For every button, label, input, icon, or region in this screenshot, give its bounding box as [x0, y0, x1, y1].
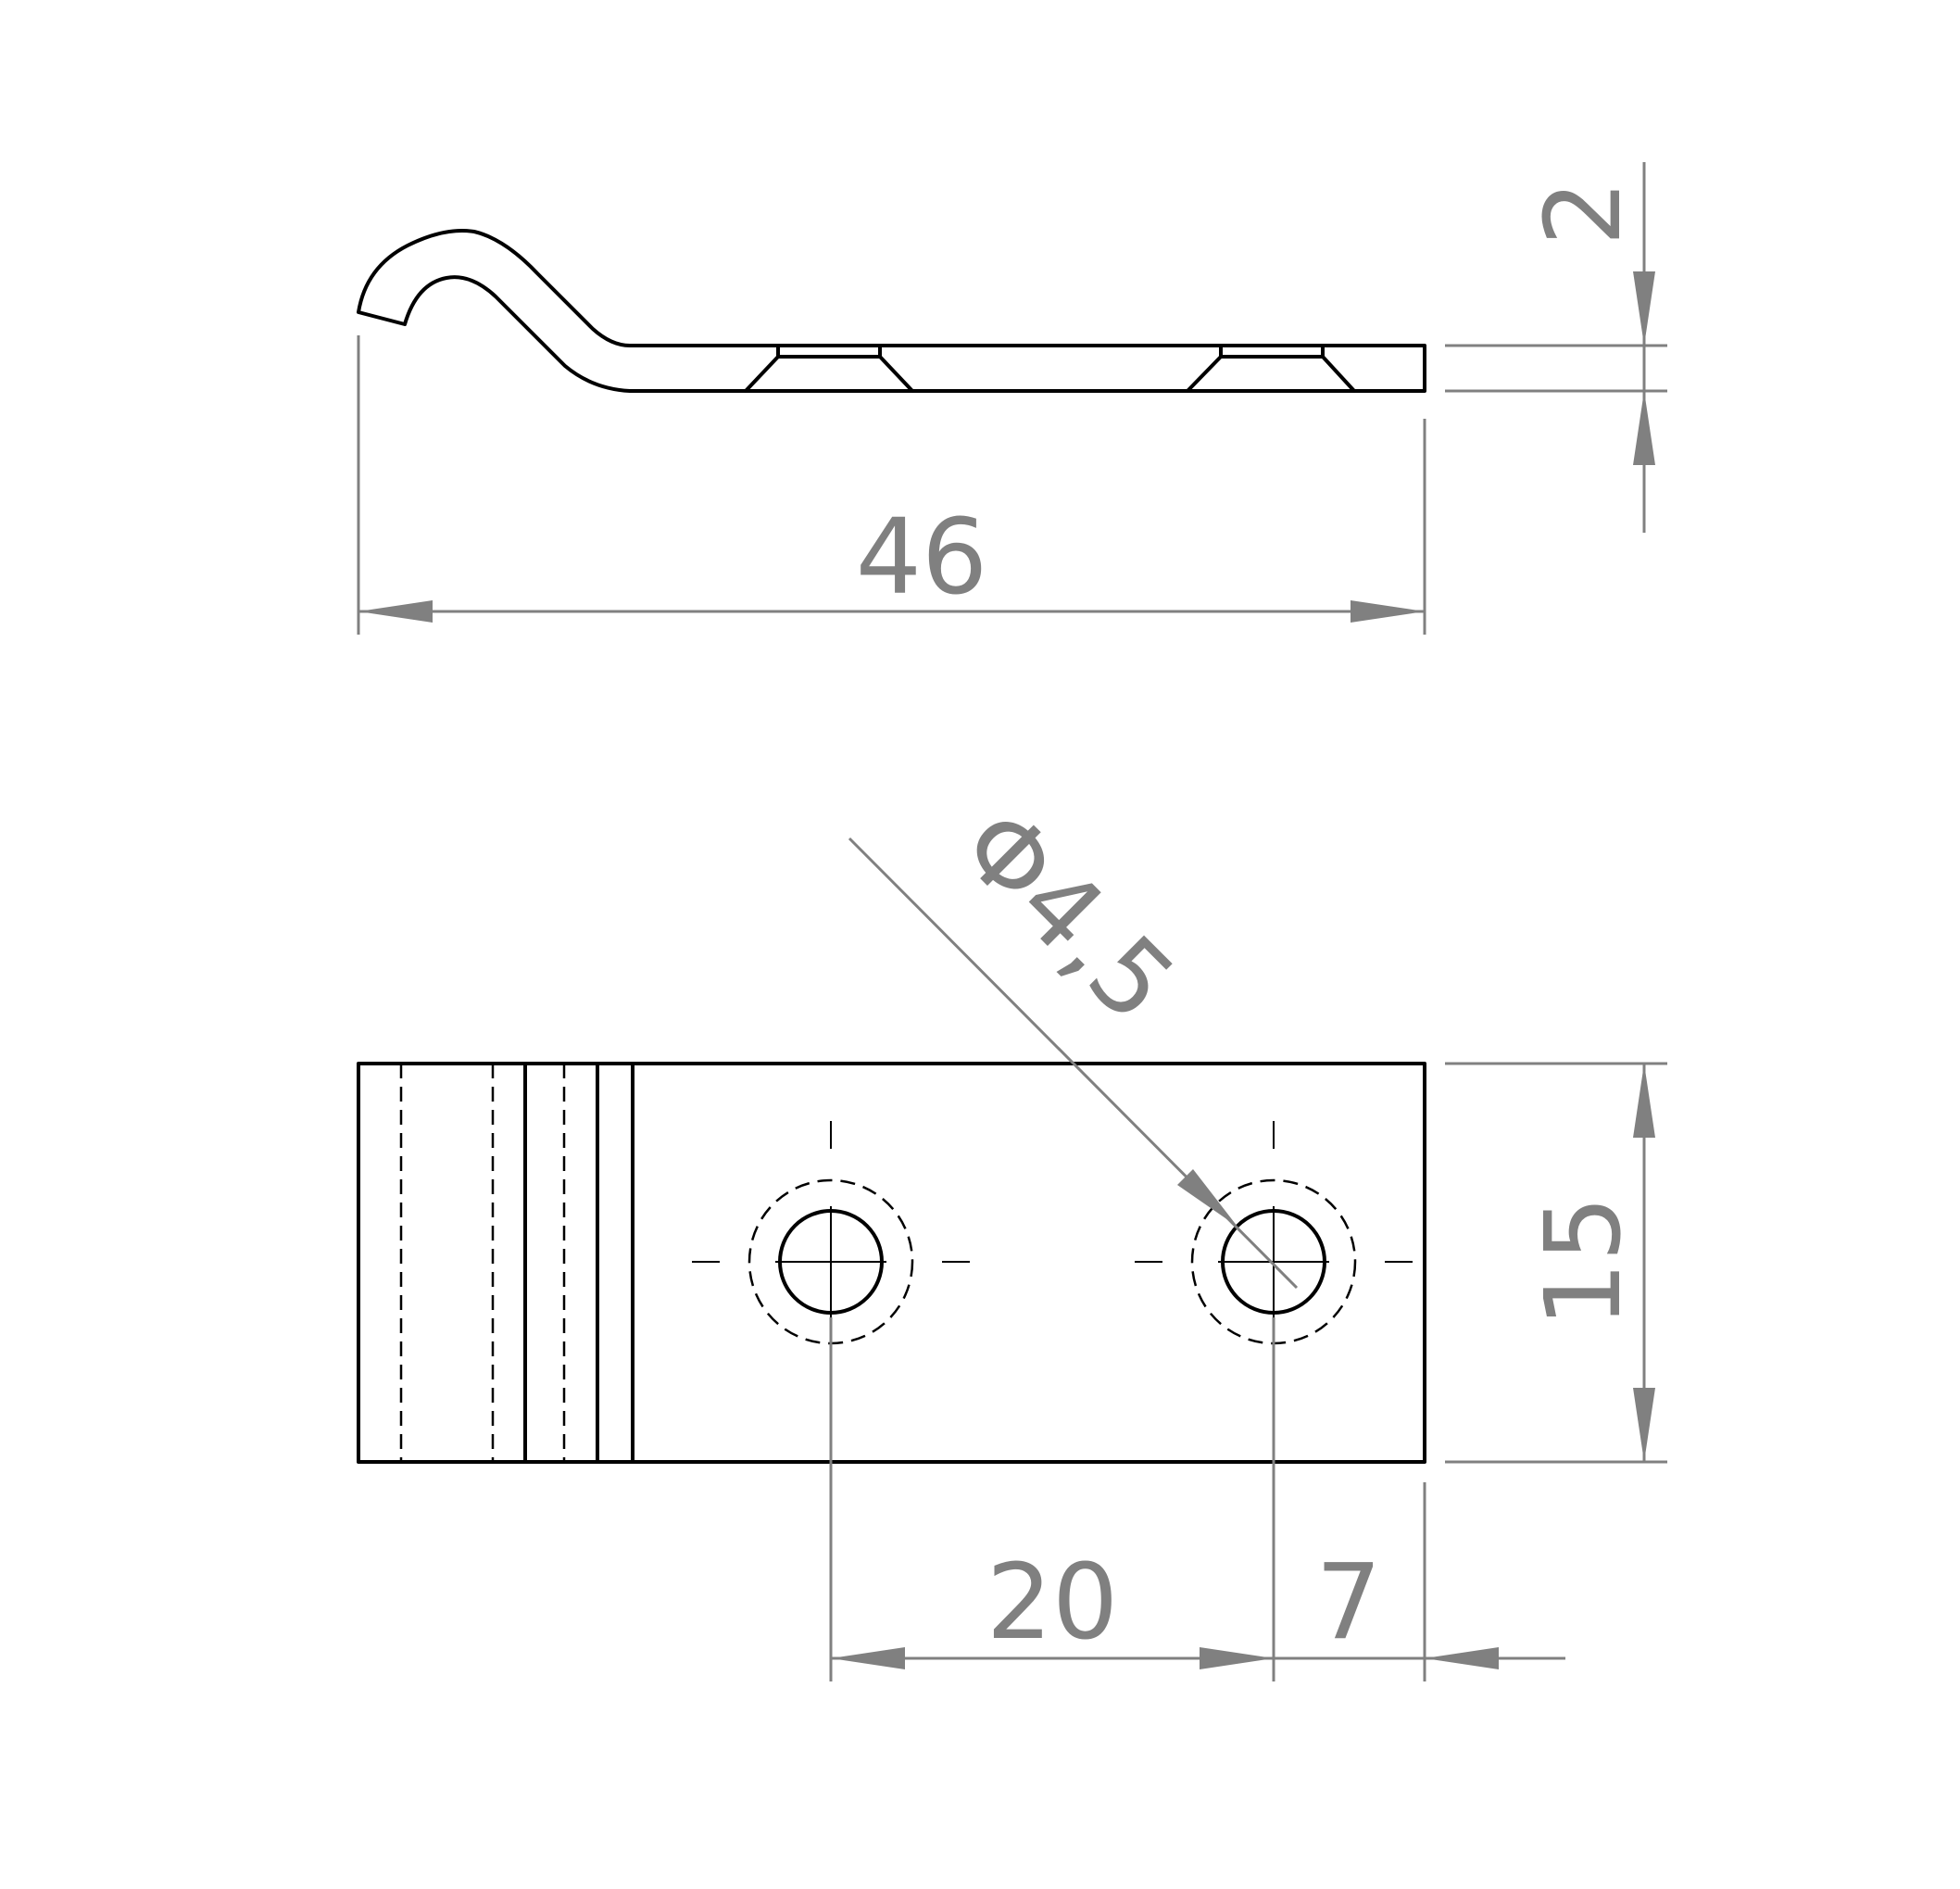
arrowhead: [1633, 1064, 1655, 1138]
dimension-label-46: 46: [856, 497, 988, 618]
dimension-thickness: 2: [1445, 162, 1667, 533]
arrowhead: [1177, 1169, 1238, 1227]
dimension-label-7: 7: [1315, 1543, 1381, 1663]
bracket-top-outline: [357, 1062, 1426, 1464]
hole-right: [1135, 1121, 1413, 1345]
countersink-right: [1186, 344, 1356, 393]
dimension-hole-diameter: Φ4,5: [848, 786, 1299, 1290]
arrowhead: [1200, 1647, 1274, 1669]
arrowhead: [358, 600, 433, 623]
side-view: [357, 229, 1426, 393]
dimension-width: 15: [1445, 1062, 1667, 1464]
countersink-left: [744, 344, 914, 393]
bracket-side-profile: [357, 229, 1426, 393]
dimension-label-15: 15: [1524, 1196, 1644, 1329]
arrowhead: [1633, 391, 1655, 465]
arrowhead: [1425, 1647, 1499, 1669]
arrowhead: [831, 1647, 905, 1669]
dimension-label-20: 20: [986, 1543, 1119, 1663]
arrowhead: [1351, 600, 1425, 623]
arrowhead: [1633, 271, 1655, 346]
dimension-label-2: 2: [1524, 180, 1644, 246]
hole-left: [692, 1121, 970, 1345]
top-view: [357, 1062, 1426, 1464]
dimension-hole-spacing: 20 7: [829, 1317, 1565, 1681]
dimension-overall-length: 46: [357, 335, 1426, 635]
arrowhead: [1633, 1388, 1655, 1462]
dimension-label-diameter: Φ4,5: [937, 786, 1197, 1045]
